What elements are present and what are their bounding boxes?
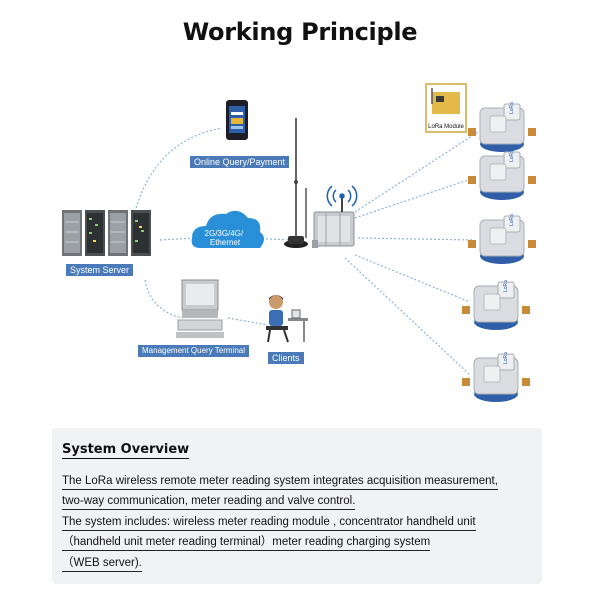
overview-line: （WEB server). [62, 556, 142, 572]
meter-brand-label: LoRa [503, 280, 509, 292]
wireless-signal-icon [326, 185, 358, 207]
link-concentrator-meter-5 [344, 257, 471, 376]
antenna-icon [284, 118, 308, 248]
clients-label: Clients [268, 352, 304, 364]
meter-brand-label: LoRa [509, 102, 515, 114]
cloud-icon [191, 210, 264, 248]
overview-line: The LoRa wireless remote meter reading s… [62, 474, 498, 490]
meters: LoRa LoRa LoRa LoRa LoRa [462, 102, 536, 402]
connection-lines [134, 127, 479, 376]
online-query-label: Online Query/Payment [190, 156, 290, 168]
system-diagram: 2G/3G/4G/ Ethernet [62, 83, 536, 402]
phone-icon [226, 100, 248, 140]
meter-brand-label: LoRa [503, 352, 509, 364]
overview-line: The system includes: wireless meter read… [62, 515, 476, 531]
meter-brand-label: LoRa [509, 150, 515, 162]
water-meter-icon: LoRa [462, 352, 530, 402]
computer-icon [176, 279, 224, 338]
system-server-label: System Server [66, 264, 134, 276]
overview-line: （handheld unit meter reading terminal）me… [62, 535, 431, 551]
meter-brand-label: LoRa [509, 214, 515, 226]
water-meter-icon: LoRa [468, 150, 536, 200]
network-label-line-2: Ethernet [210, 238, 241, 247]
system-overview-panel: System Overview The LoRa wireless remote… [52, 428, 542, 584]
concentrator-icon [312, 198, 355, 248]
link-concentrator-meter-1 [354, 131, 479, 213]
link-terminal-clients [227, 317, 269, 326]
client-person-icon [266, 295, 308, 343]
page-title: Working Principle [182, 18, 418, 46]
link-server-terminal [144, 279, 183, 319]
overview-title: System Overview [62, 442, 190, 459]
network-label-line-1: 2G/3G/4G/ [205, 229, 244, 238]
link-concentrator-meter-3 [357, 237, 475, 241]
lora-module-label: LoRa Module [428, 124, 464, 130]
management-terminal-label: Management Query Terminal [138, 345, 250, 357]
overview-line: two-way communication, meter reading and… [62, 494, 356, 510]
link-server-online [134, 127, 223, 213]
link-server-network [159, 237, 197, 241]
water-meter-icon: LoRa [462, 280, 530, 330]
lora-module-icon: LoRa Module [425, 83, 467, 133]
link-concentrator-meter-2 [354, 177, 475, 219]
network-label: 2G/3G/4G/ Ethernet [205, 229, 246, 247]
water-meter-icon: LoRa [468, 214, 536, 264]
server-icon [62, 210, 151, 256]
link-network-antenna [249, 237, 291, 241]
water-meter-icon: LoRa [468, 102, 536, 152]
link-concentrator-meter-4 [354, 254, 471, 303]
